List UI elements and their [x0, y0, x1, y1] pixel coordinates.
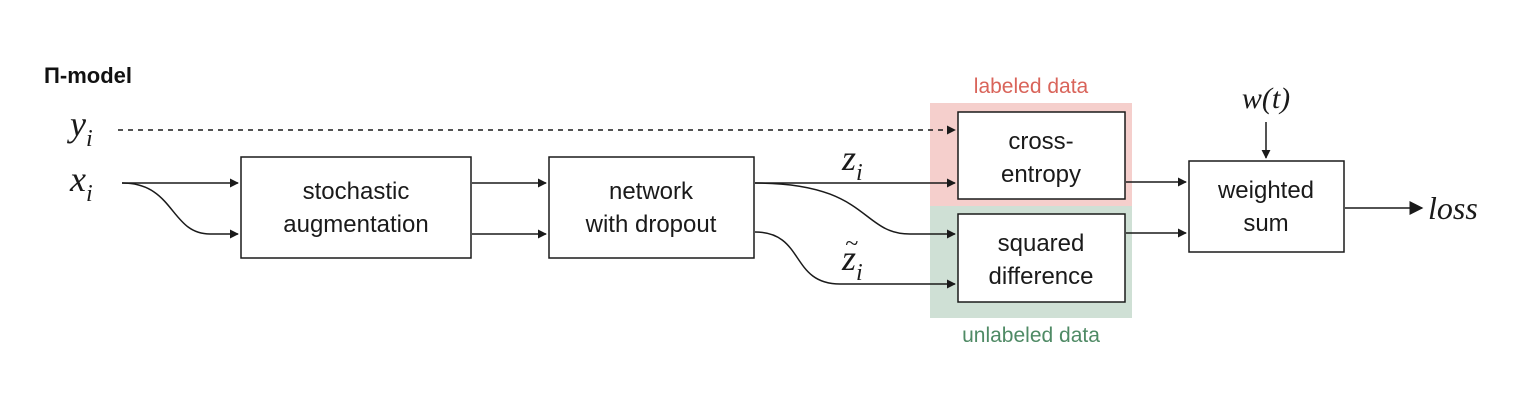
input-y: yi — [67, 104, 93, 152]
cross-entropy-label-line2: entropy — [1001, 161, 1081, 188]
cross-entropy-box — [957, 111, 1126, 200]
weight-function-label: w(t) — [1242, 82, 1290, 115]
tilde-accent: ~ — [845, 231, 858, 257]
svg-text:xi: xi — [69, 159, 93, 207]
loss-label: loss — [1428, 190, 1478, 226]
weighted-sum-label-line1: weighted — [1217, 177, 1314, 204]
svg-text:yi: yi — [67, 104, 93, 152]
network-label-line2: with dropout — [585, 211, 717, 238]
weighted-sum-label-line2: sum — [1243, 210, 1288, 237]
augmentation-label-line1: stochastic — [303, 178, 410, 205]
svg-text:zi: zi — [841, 238, 863, 286]
svg-text:zi: zi — [841, 138, 863, 186]
diagram-title: Π-model — [44, 63, 132, 88]
x-arrow-bottom — [121, 182, 239, 239]
squared-difference-label-line2: difference — [989, 263, 1094, 290]
network-label-line1: network — [609, 178, 694, 205]
output-z-tilde: ~ zi — [841, 231, 863, 286]
network-with-dropout-box — [548, 156, 755, 259]
squared-difference-label-line1: squared — [998, 230, 1085, 257]
augmentation-label-line2: augmentation — [283, 211, 428, 238]
cross-entropy-label-line1: cross- — [1008, 128, 1073, 155]
labeled-data-label: labeled data — [974, 75, 1089, 98]
input-x: xi — [69, 159, 93, 207]
z-to-squared-difference-arrow — [754, 182, 956, 239]
output-z: zi — [841, 138, 863, 186]
weighted-sum-box — [1188, 160, 1345, 253]
stochastic-augmentation-box — [240, 156, 472, 259]
squared-difference-box — [957, 213, 1126, 303]
z-tilde-to-squared-difference-arrow — [754, 231, 956, 289]
unlabeled-data-label: unlabeled data — [962, 324, 1100, 347]
